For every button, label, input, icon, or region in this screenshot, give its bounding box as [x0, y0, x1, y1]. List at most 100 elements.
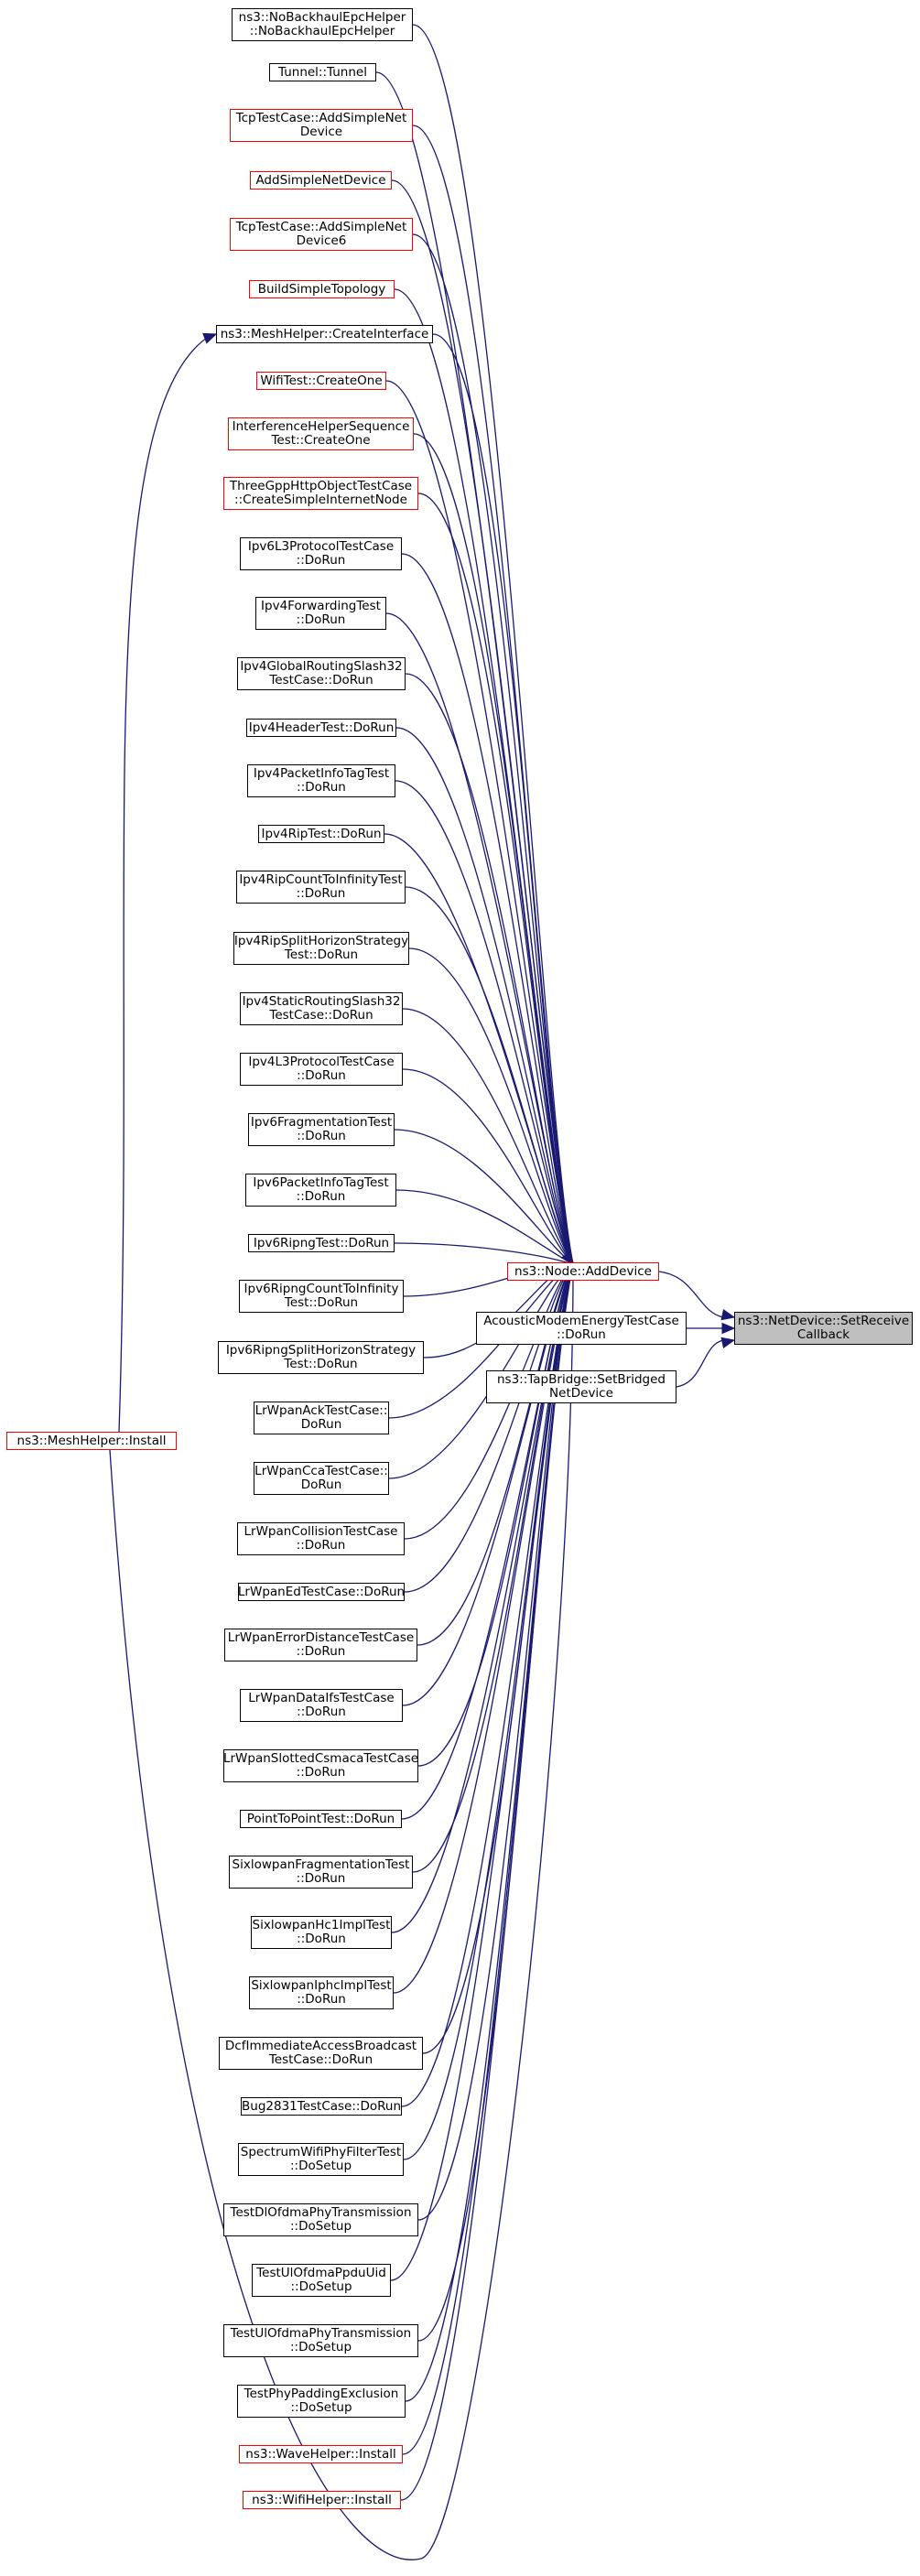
edge-to-adddevice — [395, 727, 574, 1265]
node-wavehelper-install[interactable]: ns3::WaveHelper::Install — [239, 2445, 403, 2463]
edge-to-adddevice — [384, 833, 574, 1265]
node-label: LrWpanDataIfsTestCase ::DoRun — [248, 1691, 395, 1719]
node-ipv4staticrouting[interactable]: Ipv4StaticRoutingSlash32 TestCase::DoRun — [240, 992, 403, 1025]
node-label: AcousticModemEnergyTestCase ::DoRun — [483, 1314, 679, 1342]
edge-to-adddevice — [395, 780, 574, 1265]
node-label: LrWpanSlottedCsmacaTestCase ::DoRun — [222, 1751, 419, 1780]
node-addsimplenetdevice[interactable]: AddSimpleNetDevice — [250, 171, 392, 189]
createinterface-arrowhead — [202, 332, 218, 344]
edge-to-adddevice — [394, 1129, 574, 1265]
node-testphypadding[interactable]: TestPhyPaddingExclusion ::DoSetup — [237, 2385, 406, 2418]
edge-to-adddevice — [394, 1242, 574, 1265]
node-lrwpandataifs[interactable]: LrWpanDataIfsTestCase ::DoRun — [240, 1689, 403, 1722]
node-ipv6ripngcount[interactable]: Ipv6RipngCountToInfinity Test::DoRun — [239, 1280, 404, 1313]
node-lrwpanslotted[interactable]: LrWpanSlottedCsmacaTestCase ::DoRun — [223, 1749, 418, 1782]
node-node-adddevice[interactable]: ns3::Node::AddDevice — [507, 1262, 659, 1281]
node-sixlowpanhc1[interactable]: SixlowpanHc1ImplTest ::DoRun — [251, 1916, 392, 1949]
focus-arrowhead-3 — [720, 1337, 736, 1348]
node-label: Ipv4StaticRoutingSlash32 TestCase::DoRun — [242, 994, 401, 1023]
node-label: Ipv6RipngSplitHorizonStrategy Test::DoRu… — [225, 1343, 417, 1371]
node-label: TestUlOfdmaPpduUid ::DoSetup — [256, 2266, 386, 2294]
edge-to-adddevice — [385, 612, 574, 1265]
node-label: TestUlOfdmaPhyTransmission ::DoSetup — [230, 2326, 412, 2354]
node-dcfimmediate[interactable]: DcfImmediateAccessBroadcast TestCase::Do… — [219, 2037, 423, 2070]
node-label: ns3::WaveHelper::Install — [245, 2446, 396, 2462]
node-label: Bug2831TestCase::DoRun — [242, 2098, 402, 2114]
node-tapbridge-setbridged[interactable]: ns3::TapBridge::SetBridged NetDevice — [486, 1370, 676, 1403]
node-ipv6ripngsplit[interactable]: Ipv6RipngSplitHorizonStrategy Test::DoRu… — [218, 1341, 424, 1374]
edge-tapbridge-to-focus — [676, 1339, 724, 1388]
node-buildsimpletopology[interactable]: BuildSimpleTopology — [249, 280, 395, 298]
node-label: ns3::TapBridge::SetBridged NetDevice — [497, 1372, 666, 1401]
node-tunnel[interactable]: Tunnel::Tunnel — [269, 63, 376, 81]
node-lrwpanack[interactable]: LrWpanAckTestCase:: DoRun — [254, 1402, 389, 1434]
node-label: Ipv4RipTest::DoRun — [261, 826, 382, 841]
node-tcptest-addsimple[interactable]: TcpTestCase::AddSimpleNet Device — [230, 109, 413, 142]
edge-to-adddevice — [404, 1263, 574, 1593]
node-label: ThreeGppHttpObjectTestCase ::CreateSimpl… — [229, 479, 413, 507]
node-interference-createone[interactable]: InterferenceHelperSequence Test::CreateO… — [228, 417, 414, 450]
node-bug2831[interactable]: Bug2831TestCase::DoRun — [241, 2097, 402, 2116]
node-ipv4packetinfo[interactable]: Ipv4PacketInfoTagTest ::DoRun — [247, 764, 395, 797]
edge-to-adddevice — [417, 1263, 574, 2221]
node-label: WifiTest::CreateOne — [260, 373, 383, 388]
node-ipv4forwarding[interactable]: Ipv4ForwardingTest ::DoRun — [255, 597, 386, 630]
node-ipv4globalrouting[interactable]: Ipv4GlobalRoutingSlash32 TestCase::DoRun — [237, 657, 406, 690]
node-lrwpancollision[interactable]: LrWpanCollisionTestCase ::DoRun — [237, 1522, 405, 1555]
node-testulofdmaphy[interactable]: TestUlOfdmaPhyTransmission ::DoSetup — [223, 2324, 418, 2357]
focus-arrowhead-2 — [721, 1322, 736, 1335]
node-testulofdmappduuid[interactable]: TestUlOfdmaPpduUid ::DoSetup — [252, 2264, 391, 2297]
node-ipv6ripng[interactable]: Ipv6RipngTest::DoRun — [248, 1234, 395, 1252]
node-ipv4header[interactable]: Ipv4HeaderTest::DoRun — [246, 719, 396, 737]
edge-to-adddevice — [417, 492, 574, 1265]
node-testdlofdma[interactable]: TestDlOfdmaPhyTransmission ::DoSetup — [223, 2203, 418, 2236]
edge-to-adddevice — [432, 333, 574, 1265]
node-label: Ipv6L3ProtocolTestCase ::DoRun — [247, 539, 395, 568]
node-label: Ipv6FragmentationTest ::DoRun — [250, 1115, 393, 1143]
edge-to-adddevice — [394, 288, 574, 1265]
node-sixlowpanfrag[interactable]: SixlowpanFragmentationTest ::DoRun — [229, 1856, 413, 1889]
edge-to-adddevice — [412, 1263, 574, 1873]
edge-to-adddevice — [412, 124, 574, 1265]
edge-to-adddevice — [405, 673, 574, 1265]
node-ipv6packetinfo[interactable]: Ipv6PacketInfoTagTest ::DoRun — [245, 1174, 396, 1207]
node-ipv6fragmentation[interactable]: Ipv6FragmentationTest ::DoRun — [248, 1113, 395, 1146]
node-meshhelper-install[interactable]: ns3::MeshHelper::Install — [6, 1432, 177, 1450]
edge-to-adddevice — [401, 1263, 574, 1820]
node-netdevice-setreceivecallback[interactable]: ns3::NetDevice::SetReceive Callback — [734, 1312, 913, 1345]
edge-to-adddevice — [390, 1263, 574, 2281]
node-ipv6l3protocol[interactable]: Ipv6L3ProtocolTestCase ::DoRun — [240, 537, 402, 570]
node-wifihelper-install[interactable]: ns3::WifiHelper::Install — [243, 2491, 401, 2509]
call-edges — [109, 24, 736, 2560]
node-spectrumwifiphy[interactable]: SpectrumWifiPhyFilterTest ::DoSetup — [238, 2143, 404, 2176]
node-label: ns3::NetDevice::SetReceive Callback — [737, 1314, 910, 1342]
node-ipv4rip[interactable]: Ipv4RipTest::DoRun — [258, 825, 384, 843]
node-label: TcpTestCase::AddSimpleNet Device6 — [235, 220, 407, 248]
node-label: LrWpanEdTestCase::DoRun — [237, 1584, 406, 1599]
node-acoustic-modem[interactable]: AcousticModemEnergyTestCase ::DoRun — [476, 1312, 687, 1345]
node-label: LrWpanCollisionTestCase ::DoRun — [244, 1524, 398, 1553]
node-label: TestPhyPaddingExclusion ::DoSetup — [244, 2387, 399, 2415]
node-ns3-nobackhaul[interactable]: ns3::NoBackhaulEpcHelper ::NoBackhaulEpc… — [232, 8, 413, 41]
node-meshhelper-createinterface[interactable]: ns3::MeshHelper::CreateInterface — [216, 325, 433, 343]
node-label: Ipv4L3ProtocolTestCase ::DoRun — [248, 1055, 395, 1083]
node-sixlowpaniphc[interactable]: SixlowpanIphcImplTest ::DoRun — [249, 1976, 394, 2009]
node-threegpp-createsimple[interactable]: ThreeGppHttpObjectTestCase ::CreateSimpl… — [223, 477, 418, 510]
node-lrwpanerrordistance[interactable]: LrWpanErrorDistanceTestCase ::DoRun — [224, 1629, 417, 1661]
node-pointtopoint[interactable]: PointToPointTest::DoRun — [240, 1810, 402, 1828]
node-wifitest-createone[interactable]: WifiTest::CreateOne — [256, 372, 386, 390]
node-label: BuildSimpleTopology — [257, 281, 386, 297]
node-lrwpaned[interactable]: LrWpanEdTestCase::DoRun — [238, 1583, 405, 1601]
node-ipv4ripcount[interactable]: Ipv4RipCountToInfinityTest ::DoRun — [236, 871, 406, 904]
node-label: ns3::MeshHelper::Install — [16, 1433, 167, 1448]
node-label: TcpTestCase::AddSimpleNet Device — [235, 111, 407, 139]
node-tcptest-addsimple6[interactable]: TcpTestCase::AddSimpleNet Device6 — [230, 218, 413, 251]
edge-adddevice-to-focus — [658, 1271, 724, 1318]
node-ipv4l3protocol[interactable]: Ipv4L3ProtocolTestCase ::DoRun — [240, 1053, 403, 1086]
node-lrwpancca[interactable]: LrWpanCcaTestCase:: DoRun — [254, 1462, 389, 1495]
edge-to-adddevice — [402, 1068, 574, 1265]
node-ipv4ripsplit[interactable]: Ipv4RipSplitHorizonStrategy Test::DoRun — [233, 932, 409, 965]
node-label: Ipv4HeaderTest::DoRun — [248, 720, 395, 735]
node-label: SixlowpanIphcImplTest ::DoRun — [251, 1978, 392, 2007]
